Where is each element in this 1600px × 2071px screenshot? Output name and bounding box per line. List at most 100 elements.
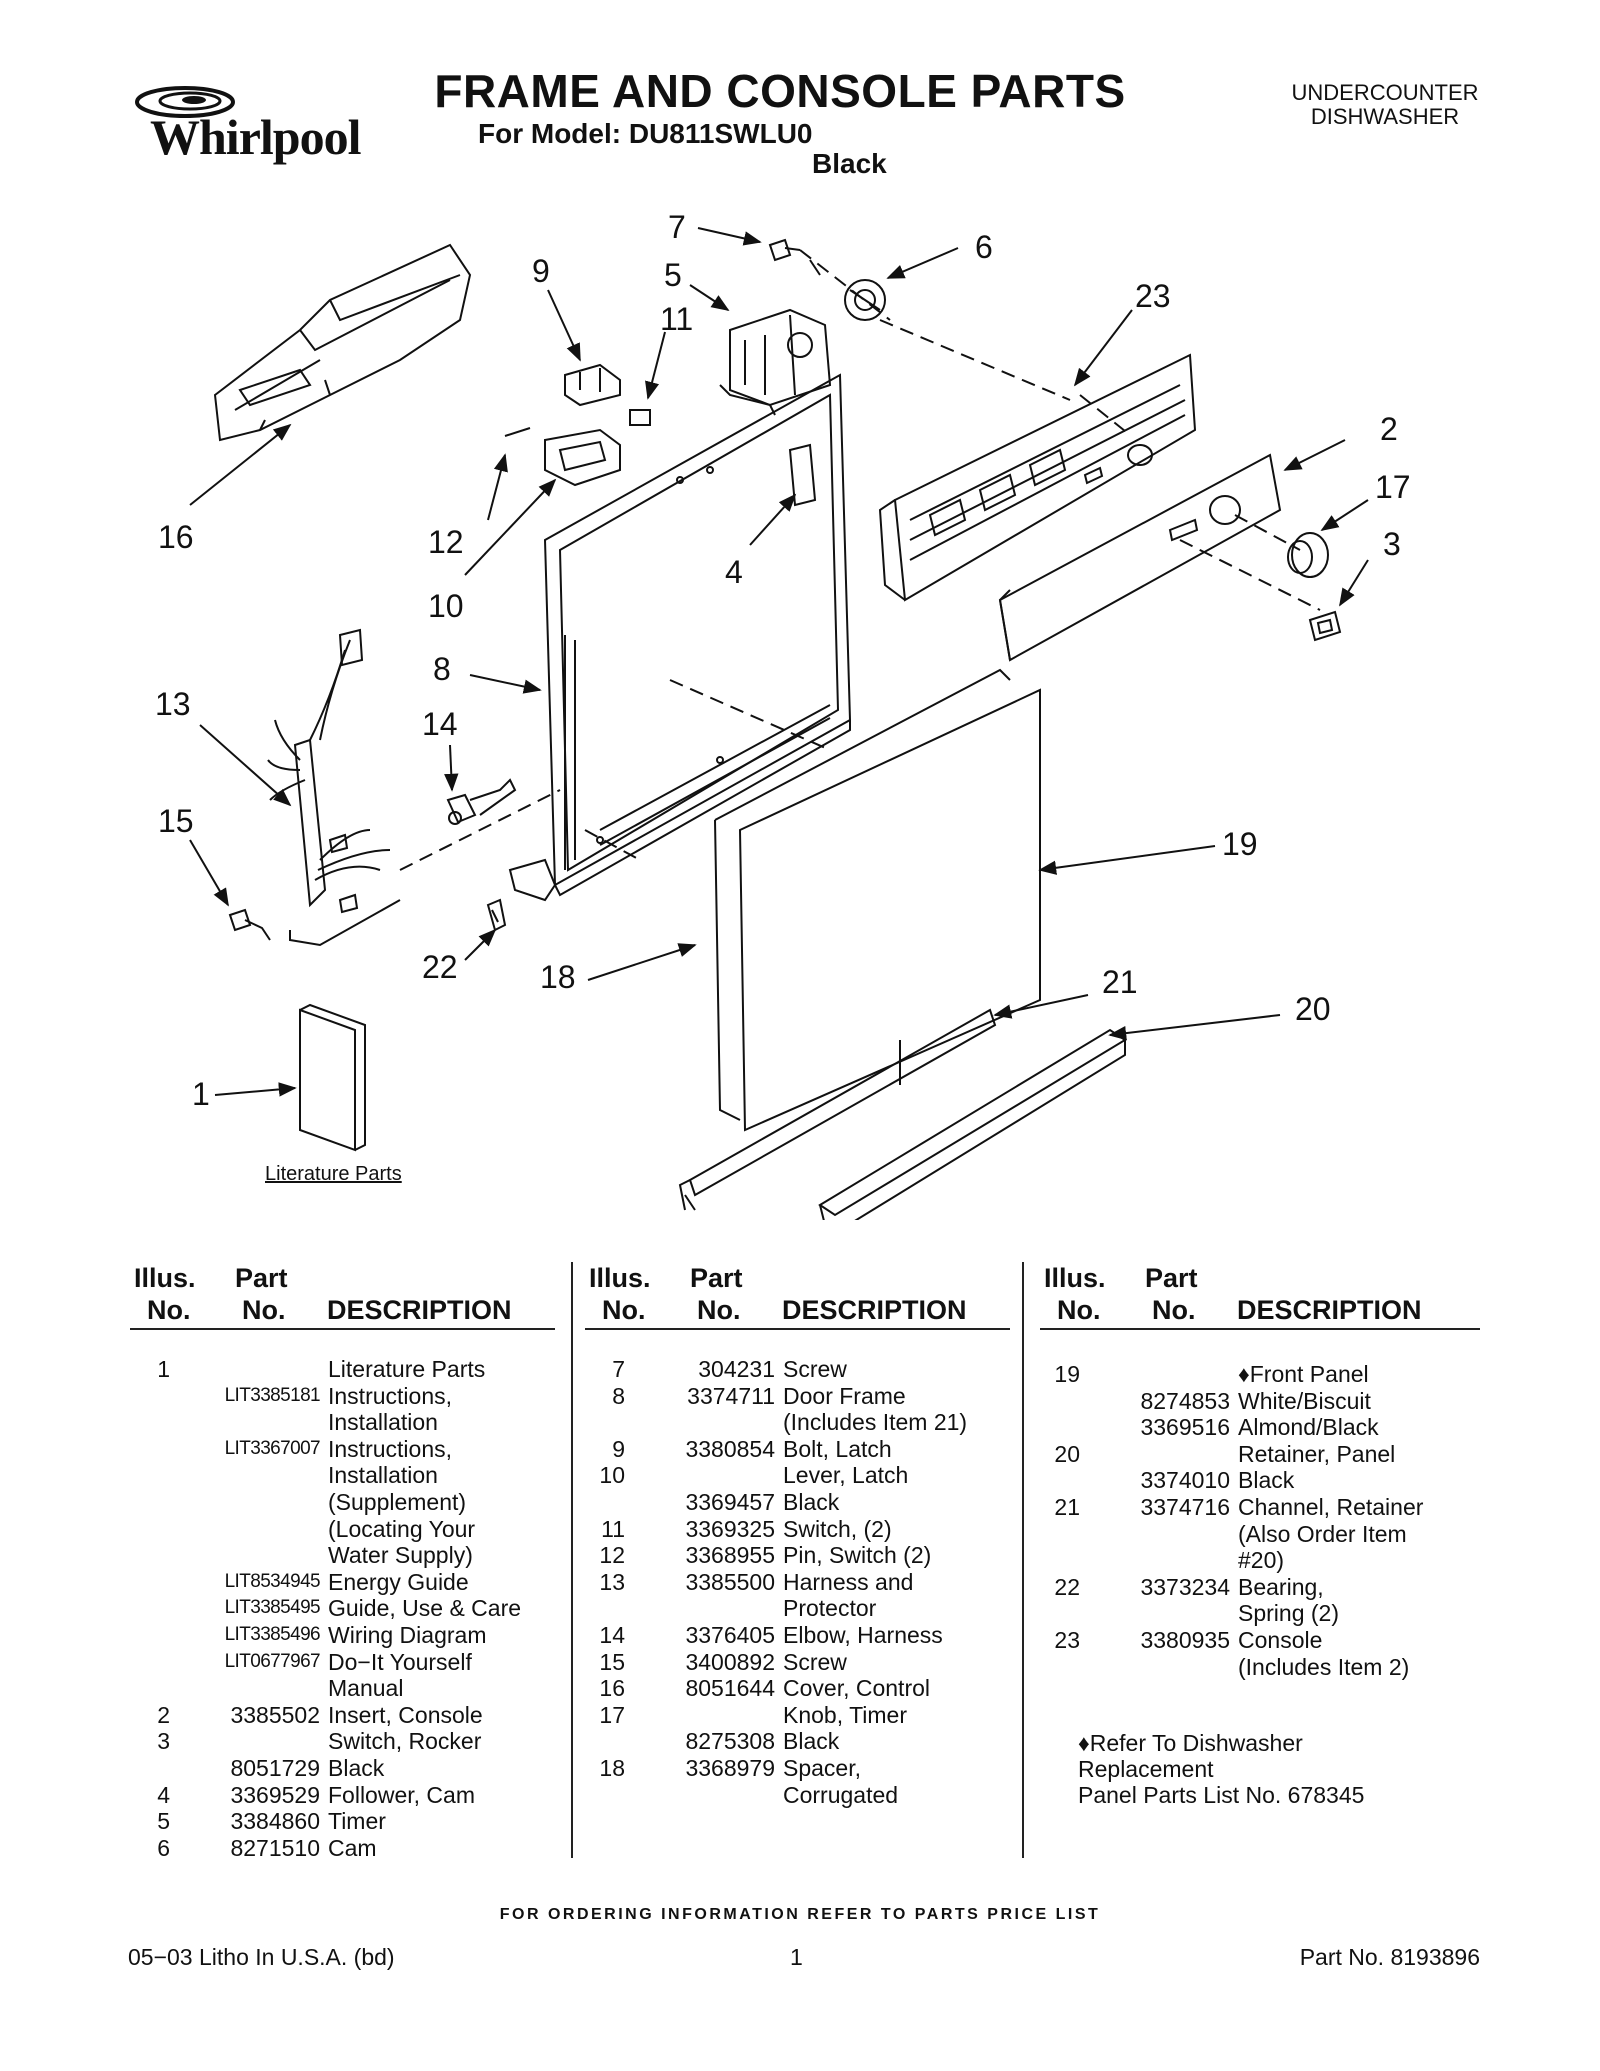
spring-bearing-part (486, 898, 507, 932)
control-cover-part (213, 243, 472, 442)
callout-3: 3 (1383, 526, 1401, 562)
illus-number: 1 (157, 1356, 170, 1382)
part-number: 3368979 (685, 1755, 775, 1781)
part-description: ♦Front Panel (1238, 1361, 1369, 1387)
part-number: 8274853 (1140, 1387, 1230, 1414)
illus-number: 20 (1054, 1440, 1080, 1467)
part-number: 8275308 (685, 1728, 775, 1755)
part-number: 3384860 (230, 1808, 320, 1835)
part-description: Cover, Control (783, 1675, 931, 1702)
part-description: Guide, Use & Care (328, 1595, 522, 1622)
part-description: Pin, Switch (2) (783, 1542, 932, 1569)
part-description: Channel, Retainer (1238, 1494, 1424, 1520)
callout-15: 15 (158, 803, 194, 839)
callout-12: 12 (428, 524, 464, 560)
part-description: Harness and (783, 1568, 914, 1595)
part-description: Instructions, (328, 1435, 452, 1462)
part-number: LIT0677967 (224, 1650, 321, 1672)
illus-number: 9 (612, 1435, 625, 1462)
litho-line: 05−03 Litho In U.S.A. (bd) (128, 1944, 395, 1970)
part-description: (Locating Your (328, 1515, 476, 1542)
part-number: 3385500 (685, 1568, 775, 1595)
callout-10: 10 (428, 588, 464, 624)
illus-number: 18 (599, 1755, 625, 1781)
part-number: LIT8534945 (224, 1570, 321, 1592)
part-number: 3400892 (685, 1648, 775, 1675)
header-illus: Illus. (589, 1263, 651, 1293)
callout-7: 7 (668, 209, 686, 245)
cam-part (844, 279, 886, 321)
part-number: 3369516 (1140, 1414, 1230, 1441)
illus-number: 16 (599, 1675, 625, 1702)
page-title: FRAME AND CONSOLE PARTS (434, 65, 1126, 117)
replacement-note-line-3: Panel Parts List No. 678345 (1078, 1782, 1365, 1808)
illus-number: 3 (157, 1728, 170, 1755)
header-description: DESCRIPTION (1237, 1295, 1422, 1325)
part-description: Switch, (2) (783, 1515, 892, 1542)
callout-19: 19 (1222, 826, 1258, 862)
part-number: 3373234 (1140, 1573, 1230, 1600)
screw-part (768, 238, 821, 276)
part-number: 8271510 (230, 1834, 320, 1861)
part-description: Timer (328, 1808, 386, 1835)
illus-number: 4 (157, 1781, 170, 1808)
callout-4: 4 (725, 554, 743, 590)
callout-8: 8 (433, 651, 451, 687)
header-rule (585, 1328, 1010, 1330)
part-description: (Supplement) (328, 1489, 467, 1515)
part-number: 8051644 (685, 1675, 775, 1702)
part-description: Knob, Timer (783, 1701, 907, 1728)
part-number: 304231 (698, 1356, 775, 1382)
part-description: Bolt, Latch (783, 1435, 892, 1462)
part-number: 3380935 (1140, 1627, 1230, 1653)
part-description: White/Biscuit (1238, 1387, 1371, 1414)
brand-logo: Whirlpool (150, 109, 361, 165)
console-insert-part (998, 453, 1282, 662)
part-description: (Includes Item 21) (783, 1409, 968, 1436)
illus-number: 12 (599, 1542, 625, 1569)
part-description: Elbow, Harness (783, 1622, 943, 1648)
illus-number: 5 (157, 1808, 170, 1835)
callout-6: 6 (975, 229, 993, 265)
part-description: Installation (328, 1462, 438, 1489)
part-description: Door Frame (783, 1382, 906, 1409)
header-part: Part (690, 1263, 743, 1293)
illus-number: 10 (599, 1462, 625, 1489)
exploded-parts-diagram: 7 6 9 5 11 23 16 2 17 12 3 4 10 13 8 14 … (155, 209, 1411, 1220)
part-number: 3369529 (230, 1781, 320, 1808)
part-number: 3374711 (687, 1382, 775, 1409)
front-panel-part (714, 668, 1041, 1132)
part-description: Manual (328, 1675, 404, 1702)
part-description: Corrugated (783, 1781, 899, 1808)
part-description: Black (328, 1755, 385, 1781)
whirlpool-swirl-logo-icon (135, 86, 235, 118)
illus-number: 23 (1054, 1627, 1080, 1653)
callout-18: 18 (540, 959, 576, 995)
part-number: 3369457 (685, 1489, 775, 1515)
replacement-note-line-2: Replacement (1078, 1756, 1214, 1782)
column-divider (1022, 1262, 1024, 1858)
timer-part (719, 308, 832, 416)
latch-bolt-part (504, 363, 651, 487)
part-number: LIT3385181 (224, 1384, 321, 1406)
part-description: Insert, Console (328, 1701, 483, 1728)
callout-1: 1 (192, 1076, 210, 1112)
callout-16: 16 (158, 519, 194, 555)
console-part (878, 353, 1197, 602)
header-illus: Illus. (134, 1263, 196, 1293)
illus-number: 17 (599, 1701, 625, 1728)
part-number: 3385502 (230, 1701, 320, 1728)
illus-number: 22 (1054, 1573, 1080, 1600)
part-description: Console (1238, 1627, 1323, 1653)
part-number: 3380854 (685, 1435, 775, 1462)
header-rule (130, 1328, 555, 1330)
part-description: Lever, Latch (783, 1462, 909, 1489)
illus-number: 6 (157, 1834, 170, 1861)
callout-2: 2 (1380, 411, 1398, 447)
illus-number: 11 (601, 1515, 625, 1542)
part-description: Do−It Yourself (328, 1648, 472, 1675)
header-part-no: No. (242, 1295, 286, 1325)
wiring-harness-part (267, 628, 401, 947)
category-line-2: DISHWASHER (1310, 104, 1460, 129)
part-number: LIT3385496 (224, 1624, 321, 1645)
